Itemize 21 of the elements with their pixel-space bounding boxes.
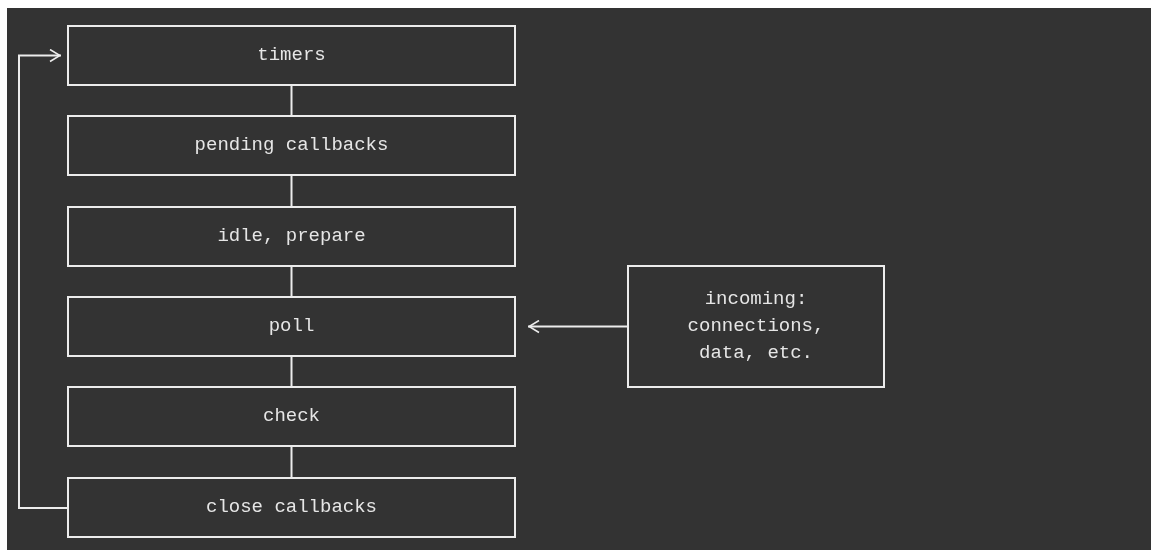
process-box: [67, 386, 516, 447]
process-box: [67, 206, 516, 267]
connector-line: [290, 175, 293, 207]
arrow: [18, 48, 68, 509]
box-label: timers: [257, 43, 326, 68]
box-label: check: [263, 404, 320, 429]
arrow: [527, 319, 628, 334]
connector-line: [290, 446, 293, 478]
process-box: [67, 115, 516, 176]
process-box: [67, 296, 516, 357]
box-label: pending callbacks: [194, 133, 389, 158]
process-box: [627, 265, 885, 388]
box-label: idle, prepare: [217, 224, 366, 249]
box-label: close callbacks: [206, 495, 377, 520]
process-box: [67, 25, 516, 86]
connector-line: [290, 356, 293, 387]
box-label: poll: [268, 314, 315, 339]
connector-line: [290, 85, 293, 116]
connector-line: [290, 266, 293, 297]
process-box: [67, 477, 516, 538]
box-label: incoming: connections, data, etc.: [686, 287, 826, 366]
